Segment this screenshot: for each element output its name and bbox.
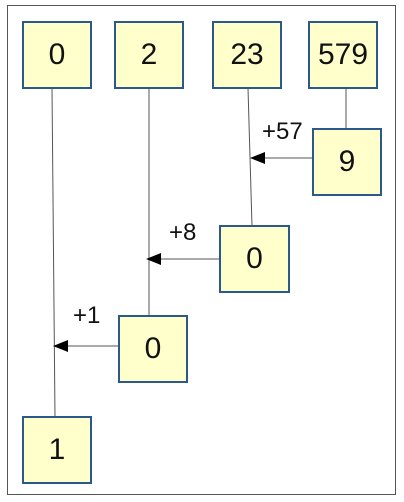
- top-box-3: 579: [308, 21, 378, 89]
- carry-arrowhead-3: [53, 340, 68, 352]
- lifeline-0: [51, 87, 56, 419]
- result-box: 1: [22, 416, 92, 484]
- increment-label-3: +1: [73, 302, 101, 329]
- top-box-1: 2: [114, 21, 184, 89]
- step-box-3: 0: [118, 315, 188, 383]
- increment-label-2: +8: [169, 219, 197, 246]
- step-box-2: 0: [219, 225, 290, 293]
- lifeline-23: [247, 87, 253, 227]
- top-box-0: 0: [22, 21, 92, 89]
- carry-arrowhead-2: [146, 253, 161, 265]
- increment-label-1: +57: [262, 118, 303, 145]
- top-box-2: 23: [212, 21, 282, 89]
- step-box-1: 9: [312, 128, 382, 196]
- carry-arrowhead-1: [250, 152, 265, 164]
